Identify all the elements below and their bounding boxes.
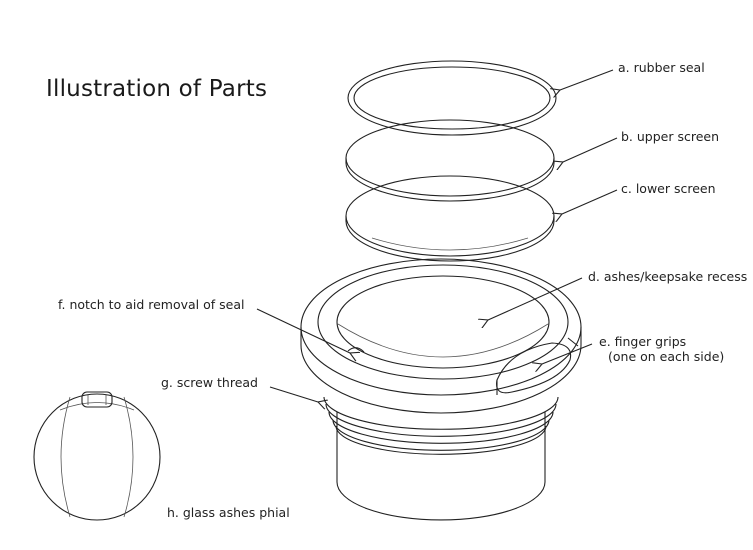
label-glass-ashes-phial: h. glass ashes phial <box>167 505 290 520</box>
label-finger-grips: e. finger grips <box>599 334 687 349</box>
leader-arrows <box>256 69 618 402</box>
glass-ashes-phial <box>33 391 161 521</box>
label-upper-screen: b. upper screen <box>621 129 720 144</box>
label-ashes-keepsake-recess: d. ashes/keepsake recess <box>588 269 748 284</box>
page-title: Illustration of Parts <box>46 76 268 102</box>
lower-screen <box>345 175 555 262</box>
container-base <box>300 258 582 521</box>
rubber-seal <box>347 60 557 136</box>
label-lower-screen: c. lower screen <box>621 181 716 196</box>
upper-screen <box>345 119 555 202</box>
label-rubber-seal: a. rubber seal <box>618 60 705 75</box>
label-screw-thread: g. screw thread <box>161 375 258 390</box>
label-notch: f. notch to aid removal of seal <box>58 297 245 312</box>
label-finger-grips-note: (one on each side) <box>608 349 725 364</box>
